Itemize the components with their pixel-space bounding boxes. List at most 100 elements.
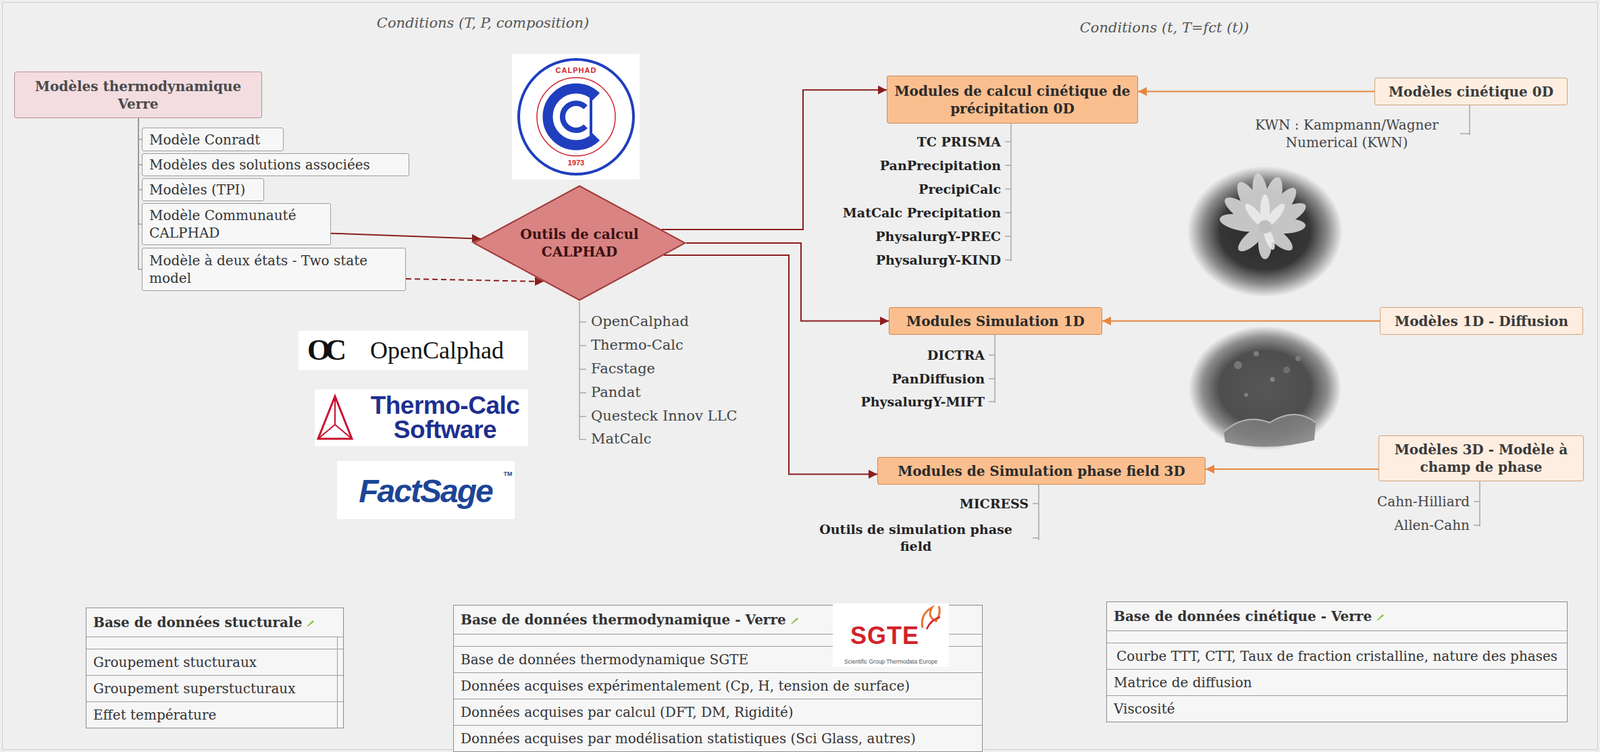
module-tool-name: Outils de simulation phase field: [804, 521, 1028, 555]
thermocalc-logo: [314, 389, 529, 447]
thermocalc-logo: [314, 389, 529, 447]
box-label: Modèle à deux états - Two state model: [149, 251, 399, 288]
module-tool-name: DICTRA: [927, 347, 985, 365]
sgte-logo: [832, 603, 949, 668]
box-label: Modules Simulation 1D: [896, 312, 1095, 331]
module-box: Modules de calcul cinétique de précipita…: [886, 75, 1139, 124]
calphad-logo: [511, 54, 640, 180]
module-tool-name: PhysalurgY-PREC: [875, 228, 1001, 246]
table-row: Courbe TTT, CTT, Taux de fraction crista…: [1106, 642, 1567, 670]
module-tool-name: PhysalurgY-KIND: [875, 251, 1001, 269]
model-note: Cahn-Hilliard: [1377, 493, 1470, 511]
opencalphad-logo: [298, 330, 529, 371]
box-label: Modules de calcul cinétique de précipita…: [894, 82, 1131, 118]
condition-heading: Conditions (t, T=fct (t)): [1079, 18, 1249, 38]
logo-text: SGTE: [850, 624, 920, 649]
calphad-logo: [589, 93, 593, 141]
tool-name: Facstage: [590, 359, 656, 379]
logo-text: CALPHAD: [555, 66, 598, 75]
list-bracket: [579, 301, 587, 440]
table-row: Groupement stucturaux: [86, 649, 344, 676]
table-row: Données acquises par modélisation statis…: [453, 725, 983, 752]
connector-arrow: [1138, 91, 1375, 93]
table-cell: Effet température: [86, 702, 338, 729]
factsage-logo: [337, 461, 515, 520]
model-source-box: Modèles cinétique 0D: [1374, 77, 1568, 106]
box-label: Modèles 1D - Diffusion: [1387, 312, 1576, 331]
module-tool-name: PanPrecipitation: [880, 157, 1001, 175]
connector-arrow: [663, 255, 878, 475]
tool-name: Thermo-Calc: [590, 336, 684, 355]
diamond-text-area: Outils de calcul CALPHAD: [503, 225, 656, 261]
table-heading: Base de données cinétique - Verre: [1106, 602, 1376, 631]
microstructure-photo: [1253, 351, 1259, 357]
logo-text: Thermo-Calc Software: [361, 393, 529, 444]
logo-text: 1973: [568, 159, 585, 167]
microstructure-photo: [1188, 326, 1342, 451]
list-bracket: [1460, 105, 1470, 136]
logo-text: OpenCalphad: [370, 338, 504, 363]
model-source-box: Modèles 3D - Modèle à champ de phase: [1378, 435, 1584, 482]
table-heading: Base de données thermodynamique - Verre: [453, 605, 791, 635]
module-tool-name: PrecipiCalc: [918, 181, 1001, 198]
model-note: KWN : Kampmann/Wagner Numerical (KWN): [1245, 116, 1449, 152]
logo-caption: Scientific Group Thermodata Europe: [844, 659, 938, 666]
list-bracket: [988, 334, 995, 404]
model-box: Modèle Conradt: [141, 127, 284, 152]
database-table: Base de données stucturaleGroupement stu…: [85, 607, 344, 729]
microstructure-photo: [1223, 414, 1316, 448]
table-row: Groupement superstucturaux: [86, 675, 344, 702]
edit-icon: [790, 617, 799, 625]
tool-name: Questeck Innov LLC: [590, 407, 737, 426]
list-bracket: [579, 105, 1480, 541]
microstructure-photo: [1233, 361, 1243, 370]
connector-arrow: [1205, 468, 1379, 471]
table-row: Viscosité: [1106, 695, 1567, 722]
list-bracket: [1032, 484, 1039, 541]
logo-mark: OC: [307, 335, 342, 366]
table-row: Données acquises expérimentalement (Cp, …: [453, 672, 983, 700]
box-label: Modèles 3D - Modèle à champ de phase: [1385, 441, 1577, 477]
crystal-photo: [1187, 166, 1343, 298]
box-label: Modèles des solutions associées: [149, 156, 402, 174]
trademark: TM: [503, 471, 513, 478]
table-cell: Groupement stucturaux: [86, 649, 338, 676]
table-row: Données acquises par calcul (DFT, DM, Ri…: [453, 699, 983, 726]
calphad-logo: [562, 103, 586, 131]
model-group-box: Modèles thermodynamique Verre: [14, 71, 263, 119]
table-side-column: [337, 676, 344, 702]
table-spacer-row: [1106, 630, 1567, 643]
model-box: Modèle à deux états - Two state model: [141, 247, 406, 292]
crystal-photo: [1258, 220, 1272, 234]
tool-name: MatCalc: [590, 430, 652, 449]
thermocalc-logo: [318, 396, 352, 440]
diamond-shape: [474, 186, 686, 301]
table-cell: Groupement superstucturaux: [86, 676, 338, 702]
table-cell: Données acquises expérimentalement (Cp, …: [453, 673, 983, 700]
module-box: Modules de Simulation phase field 3D: [877, 457, 1206, 485]
dashed-connector-arrow: [405, 278, 544, 282]
factsage-logo: [337, 461, 515, 520]
tool-name: OpenCalphad: [590, 312, 689, 331]
microstructure-photo: [1283, 366, 1290, 374]
calphad-logo: [511, 54, 640, 180]
table-header-row: Base de données cinétique - Verre: [1106, 602, 1567, 631]
edit-icon: [306, 620, 315, 627]
decision-diamond: Outils de calcul CALPHAD: [472, 185, 687, 302]
table-cell: Données acquises par modélisation statis…: [453, 726, 983, 752]
calphad-logo: [536, 77, 616, 157]
box-label: Modèles thermodynamique Verre: [21, 77, 255, 113]
microstructure-photo: [1223, 414, 1316, 433]
box-label: Modèles cinétique 0D: [1381, 83, 1561, 101]
model-box: Modèle Communauté CALPHAD: [141, 203, 331, 246]
thermocalc-logo: [318, 396, 352, 440]
table-side-column: [337, 702, 344, 729]
module-box: Modules Simulation 1D: [888, 307, 1103, 335]
calphad-logo: [547, 88, 597, 146]
tool-name: Pandat: [590, 383, 641, 402]
list-bracket: [1473, 481, 1480, 527]
sgte-logo: [926, 617, 941, 630]
edit-icon: [790, 615, 800, 625]
